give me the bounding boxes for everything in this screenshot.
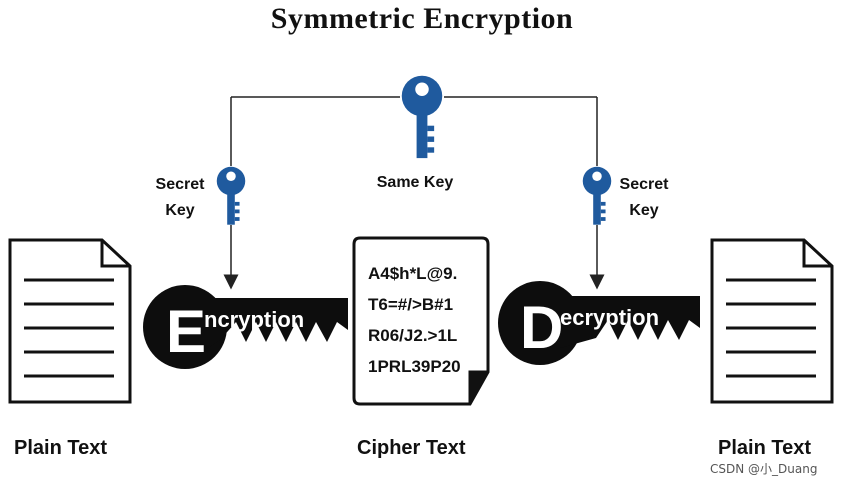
left-key-label-line2: Key [165, 202, 195, 219]
center-key-label: Same Key [376, 174, 454, 191]
decryption-key-badge [498, 281, 700, 365]
left-key-label-line1: Secret [155, 176, 205, 193]
diagram-title: Symmetric Encryption [270, 2, 574, 35]
right-plain-text-caption: Plain Text [718, 437, 811, 459]
cipher-line: R06/J2.>1L [368, 326, 458, 345]
watermark-text: CSDN @小_Duang [710, 462, 818, 476]
decryption-initial: D [520, 294, 563, 361]
cipher-line: T6=#/>B#1 [368, 295, 454, 314]
encryption-rest: ncryption [204, 307, 304, 332]
left-document-icon [8, 238, 132, 404]
encryption-key-badge [143, 285, 348, 369]
cipher-document-icon [352, 236, 490, 406]
left-plain-text-caption: Plain Text [14, 437, 107, 459]
left-key-label: Secret Key [140, 172, 220, 224]
cipher-line: A4$h*L@9. [368, 264, 458, 283]
decryption-rest: ecryption [560, 305, 659, 330]
right-document-icon [710, 238, 834, 404]
right-key-label: Secret Key [604, 172, 684, 224]
cipher-line: 1PRL39P20 [368, 357, 461, 376]
key-connector-lines [230, 96, 598, 166]
right-key-label-line2: Key [629, 202, 659, 219]
center-key-icon [401, 75, 443, 159]
encryption-initial: E [166, 298, 206, 365]
cipher-text-caption: Cipher Text [357, 437, 466, 459]
left-key-icon [216, 166, 246, 225]
right-key-label-line1: Secret [619, 176, 669, 193]
